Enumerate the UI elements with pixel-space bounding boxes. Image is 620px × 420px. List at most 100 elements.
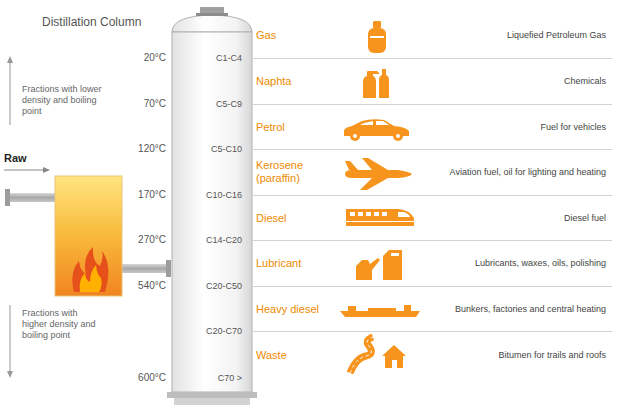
- pipe-flange: [166, 260, 171, 277]
- fraction-use: Aviation fuel, oil for lighting and heat…: [450, 167, 606, 178]
- house: [382, 345, 406, 368]
- fraction-name: Diesel: [256, 211, 287, 224]
- road: [350, 337, 373, 373]
- fraction-name: Gas: [256, 29, 276, 42]
- arrow-head: [7, 371, 13, 378]
- side-note: Fractions with higher density and boilin…: [22, 308, 104, 341]
- up-arrow: [10, 62, 11, 125]
- carbon-range: C5-C10: [176, 142, 242, 156]
- car-icon: [344, 119, 409, 141]
- fraction-use: Bitumen for trails and roofs: [498, 349, 606, 360]
- fraction-use: Lubricants, waxes, oils, polishing: [475, 258, 606, 269]
- temperature-label: 70°C: [96, 97, 166, 111]
- spray-trigger: [366, 71, 380, 74]
- pipe-flange: [5, 189, 10, 206]
- carbon-range: C14-C20: [176, 233, 242, 247]
- cylinder-body: [368, 28, 386, 53]
- ship-deckhouse: [348, 306, 356, 311]
- flame: [72, 247, 108, 292]
- flame-core: [80, 265, 102, 292]
- ship-bridge: [404, 305, 411, 311]
- train-window: [374, 212, 379, 216]
- fraction-band: Gas Liquefied Petroleum Gas: [252, 12, 612, 58]
- fraction-band: Heavy dieselBunkers, factories and centr…: [252, 286, 612, 331]
- separator-line: [252, 331, 612, 332]
- temperature-label: 20°C: [96, 51, 166, 65]
- train-window: [366, 212, 371, 216]
- fraction-use: Chemicals: [564, 76, 606, 87]
- fraction-name: Kerosene (paraffin): [256, 159, 336, 185]
- icons: [340, 21, 420, 373]
- raw-arrow: [4, 170, 44, 171]
- chemicals-icon: [363, 69, 389, 98]
- wheel-hub: [396, 134, 400, 138]
- fuselage: [345, 170, 412, 178]
- fraction-name: Heavy diesel: [256, 302, 319, 315]
- carbon-range: C10-C16: [176, 188, 242, 202]
- road-marking: [350, 337, 373, 373]
- train-body: [346, 209, 414, 226]
- fraction-name: Naphta: [256, 75, 291, 88]
- temperature-label: 120°C: [96, 142, 166, 156]
- cylinder-band: [370, 36, 384, 38]
- fraction-band: WasteBitumen for trails and roofs: [252, 331, 612, 378]
- fraction-band: Diesel Diesel fuel: [252, 195, 612, 240]
- column-base: [167, 392, 257, 398]
- train-icon: [346, 209, 414, 226]
- cylinder-valve: [373, 21, 381, 28]
- row-separators: [252, 59, 612, 332]
- fraction-use: Diesel fuel: [564, 212, 606, 223]
- bottle: [379, 69, 389, 98]
- fraction-band: Naphta Chemicals: [252, 58, 612, 104]
- train-window: [350, 212, 355, 216]
- temperature-label: 170°C: [96, 188, 166, 202]
- oil-can: [356, 258, 380, 280]
- ship-icon: [340, 305, 420, 317]
- ship-cargo: [368, 308, 396, 311]
- temperature-label: 600°C: [96, 371, 166, 385]
- ship-hull: [340, 311, 420, 317]
- side-note: Fractions with lower density and boiling…: [22, 84, 104, 117]
- furnace: [55, 176, 122, 296]
- train-window: [358, 212, 363, 216]
- carbon-range: C20-C70: [176, 324, 242, 338]
- car-wheel: [350, 131, 360, 141]
- column-cap: [200, 7, 224, 14]
- train-window: [382, 212, 387, 216]
- wing: [362, 158, 388, 170]
- temperature-label: 270°C: [96, 233, 166, 247]
- inlet-pipe: [8, 193, 56, 202]
- carbon-range: C20-C50: [176, 279, 242, 293]
- separator-line: [252, 240, 612, 241]
- carbon-range: C70 >: [176, 371, 242, 385]
- wheel-hub: [353, 134, 357, 138]
- road-house-icon: [350, 337, 406, 373]
- spray-bottle: [363, 72, 376, 98]
- plane-icon: [345, 158, 412, 190]
- train-stripe: [346, 221, 414, 222]
- arrow-head: [43, 167, 50, 173]
- wing: [360, 178, 388, 190]
- column-dome: [172, 15, 252, 32]
- jerrycan: [383, 250, 402, 280]
- fraction-use: Liquefied Petroleum Gas: [507, 30, 606, 41]
- fraction-band: Kerosene (paraffin) Aviation fuel, oil fo…: [252, 149, 612, 195]
- car-window: [376, 121, 389, 125]
- tail: [345, 161, 358, 170]
- separator-line: [252, 58, 612, 59]
- carbon-range: C1-C4: [176, 51, 242, 65]
- fraction-name: Lubricant: [256, 257, 301, 270]
- gas-cylinder-icon: [368, 21, 386, 53]
- house-door: [392, 360, 397, 368]
- jerrycan-handle: [391, 253, 399, 256]
- separator-line: [252, 104, 612, 105]
- diagram-title: Distillation Column: [42, 15, 141, 29]
- fraction-band: Petrol Fuel for vehicles: [252, 104, 612, 149]
- fraction-name: Petrol: [256, 120, 285, 133]
- fraction-band: Lubricant Lubricants, waxes, oils, polish…: [252, 240, 612, 286]
- separator-line: [252, 149, 612, 150]
- car-window: [360, 121, 373, 125]
- outlet-pipe: [121, 264, 171, 273]
- fraction-use: Fuel for vehicles: [540, 121, 606, 132]
